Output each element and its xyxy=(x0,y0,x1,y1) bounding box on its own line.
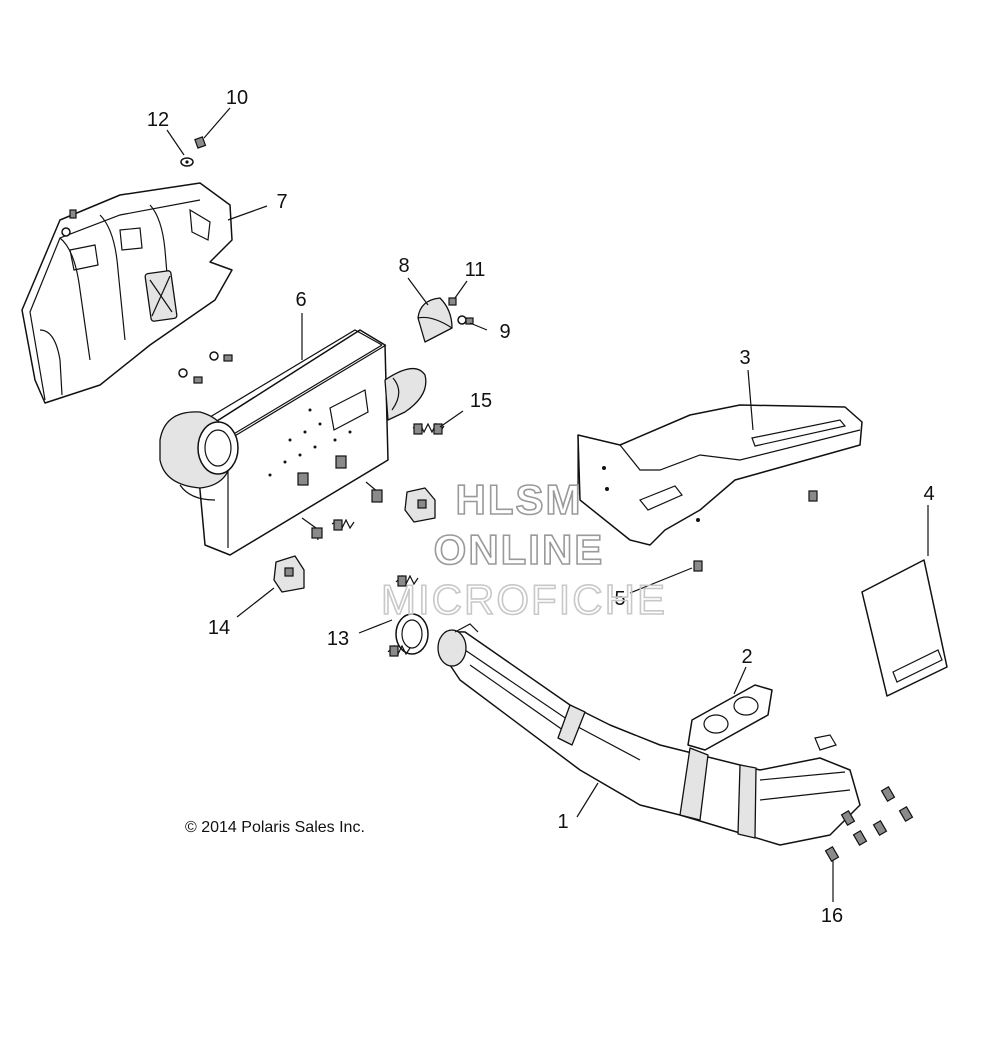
watermark-line-1: HLSM xyxy=(456,476,583,523)
callout-5: 5 xyxy=(614,588,625,610)
shield-fasteners xyxy=(61,209,233,384)
copyright-notice: © 2014 Polaris Sales Inc. xyxy=(185,819,365,836)
leader-lines xyxy=(166,107,929,902)
part-13-clamp-springs xyxy=(387,574,429,657)
part-8-spark-arrestor-cap xyxy=(417,297,453,343)
callout-10: 10 xyxy=(226,87,248,109)
part-10-bolt xyxy=(194,136,207,149)
callout-15: 15 xyxy=(470,390,492,412)
callout-7: 7 xyxy=(276,191,287,213)
part-16-manifold-bolts xyxy=(824,785,914,863)
callout-3: 3 xyxy=(739,347,750,369)
part-4-heat-shield-plate xyxy=(861,559,948,697)
part-3-heat-shield-lower xyxy=(577,404,863,546)
spring-small xyxy=(331,518,355,531)
callout-13: 13 xyxy=(327,628,349,650)
callout-14: 14 xyxy=(208,617,230,639)
callout-8: 8 xyxy=(398,255,409,277)
callout-1: 1 xyxy=(557,811,568,833)
callout-4: 4 xyxy=(923,483,934,505)
watermark: HLSM ONLINE MICROFICHE xyxy=(380,475,667,624)
part-2-exhaust-gasket xyxy=(687,684,773,751)
callout-2: 2 xyxy=(741,646,752,668)
part-11-washer xyxy=(448,297,457,306)
part-14-isolator-a xyxy=(404,487,436,523)
part-1-exhaust-pipe xyxy=(437,623,861,846)
callout-11: 11 xyxy=(465,259,486,281)
part-6-muffler xyxy=(159,329,427,556)
callout-16: 16 xyxy=(821,905,843,927)
callout-numbers: 1 2 3 4 5 6 7 8 9 10 11 12 13 14 15 16 xyxy=(147,87,935,927)
callout-12: 12 xyxy=(147,109,169,131)
callout-9: 9 xyxy=(499,321,510,343)
part-5-push-rivets xyxy=(693,490,818,572)
muffler-perforations xyxy=(268,408,352,477)
part-15-spring xyxy=(412,422,445,435)
part-9-screw xyxy=(457,315,474,325)
watermark-line-3: MICROFICHE xyxy=(381,576,667,623)
part-7-muffler-heat-shield xyxy=(21,182,233,404)
watermark-line-2: ONLINE xyxy=(434,526,605,573)
part-12-washer xyxy=(180,157,194,167)
callout-6: 6 xyxy=(295,289,306,311)
part-14-isolator-b xyxy=(273,555,305,593)
